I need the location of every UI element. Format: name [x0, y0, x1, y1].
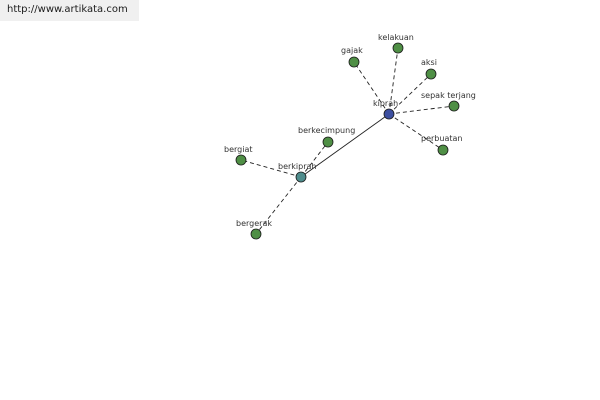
labels-layer: kiprah berkiprah gajak kelakuan aksi sepak te…: [224, 33, 476, 228]
site-url-text[interactable]: http://www.artikata.com: [7, 4, 128, 15]
edges-layer: [240, 47, 455, 235]
edge-berkiprah-berkecimpung: [300, 141, 329, 178]
node-label-berkiprah[interactable]: berkiprah: [278, 162, 316, 171]
node-berkiprah[interactable]: [295, 171, 307, 183]
node-gajak[interactable]: [348, 56, 360, 68]
node-kelakuan[interactable]: [392, 42, 404, 54]
node-label-perbuatan[interactable]: perbuatan: [421, 134, 462, 143]
node-kiprah[interactable]: [383, 108, 395, 120]
node-berkecimpung[interactable]: [322, 136, 334, 148]
edge-berkiprah-bergerak: [255, 176, 302, 235]
edge-kiprah-berkiprah: [300, 113, 390, 178]
node-sepak-terjang[interactable]: [448, 100, 460, 112]
edge-berkiprah-bergiat: [240, 159, 302, 178]
nodes-layer: [235, 42, 460, 240]
node-perbuatan[interactable]: [437, 144, 449, 156]
node-label-berkecimpung[interactable]: berkecimpung: [298, 126, 355, 135]
node-bergerak[interactable]: [250, 228, 262, 240]
node-label-bergerak[interactable]: bergerak: [236, 219, 272, 228]
edge-kiprah-sepak-terjang: [388, 105, 455, 115]
edge-kiprah-gajak: [353, 61, 390, 115]
node-label-bergiat[interactable]: bergiat: [224, 145, 253, 154]
node-aksi[interactable]: [425, 68, 437, 80]
node-label-aksi[interactable]: aksi: [421, 58, 437, 67]
node-bergiat[interactable]: [235, 154, 247, 166]
node-label-kiprah[interactable]: kiprah: [373, 99, 398, 108]
node-label-sepak-terjang[interactable]: sepak terjang: [421, 91, 476, 100]
site-banner: http://www.artikata.com: [0, 0, 139, 21]
node-label-kelakuan[interactable]: kelakuan: [378, 33, 414, 42]
edge-kiprah-perbuatan: [388, 113, 444, 151]
edge-kiprah-aksi: [388, 73, 432, 115]
node-label-gajak[interactable]: gajak: [341, 46, 363, 55]
